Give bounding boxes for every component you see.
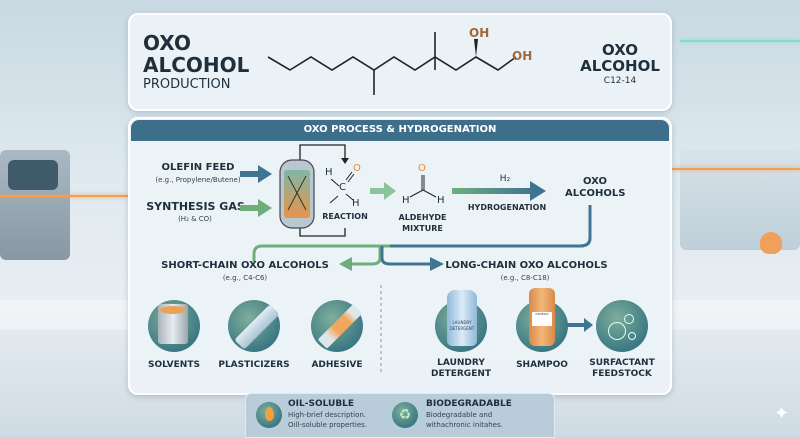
process-banner-title: OXO PROCESS & HYDROGENATION xyxy=(303,124,497,135)
aldehyde-o: O xyxy=(418,163,426,174)
product-line1: OXO xyxy=(602,41,638,59)
hydrogenation-label: HYDROGENATION xyxy=(467,203,547,212)
bubbles-icon xyxy=(596,300,648,352)
molecule-oh-end: OH xyxy=(512,49,533,63)
biodegradable-title: BIODEGRADABLE xyxy=(426,399,512,409)
app-label-adhesive: ADHESIVE xyxy=(311,360,363,370)
shampoo-bottle-icon: GENERIC xyxy=(516,288,568,352)
aldehyde-label2: MIXTURE xyxy=(402,224,443,233)
tube-icon xyxy=(228,300,280,352)
product-line2: ALCOHOL xyxy=(580,57,660,75)
chem-h1: H xyxy=(325,167,333,178)
paint-can-icon xyxy=(148,300,200,352)
flask-orange xyxy=(760,232,782,254)
oxo-alcohols-line1: OXO xyxy=(583,176,607,187)
shampoo-to-surfactant-arrow xyxy=(565,323,587,327)
title-panel xyxy=(128,13,672,111)
lab-shelf-right xyxy=(680,150,800,250)
biodegradable-desc1: Biodegradable and xyxy=(426,411,493,419)
app-label-feedstock: FEEDSTOCK xyxy=(592,369,652,379)
oil-soluble-title: OIL-SOLUBLE xyxy=(288,399,355,409)
aldehyde-h2: H xyxy=(437,195,445,206)
recycle-icon: ♻ xyxy=(392,402,418,428)
glow-line-left xyxy=(0,195,128,197)
product-range: C12-14 xyxy=(603,76,637,86)
glow-line-right xyxy=(672,168,800,170)
long-chain-sub: (e.g., C8-C18) xyxy=(500,274,550,282)
process-banner xyxy=(131,120,669,141)
syngas-sub: (H₂ & CO) xyxy=(178,215,212,223)
chem-o: O xyxy=(353,163,361,174)
molecule-oh-top: OH xyxy=(469,26,490,40)
syngas-label: SYNTHESIS GAS xyxy=(146,200,245,213)
biodegradable-desc2: withachronic initahes. xyxy=(426,421,503,429)
reaction-label: REACTION xyxy=(322,212,368,221)
aldehyde-label1: ALDEHYDE xyxy=(398,213,447,222)
olefin-feed-sub: (e.g., Propylene/Butene) xyxy=(155,176,241,184)
app-label-plasticizers: PLASTICIZERS xyxy=(218,360,290,370)
short-chain-label: SHORT-CHAIN OXO ALCOHOLS xyxy=(161,260,329,271)
chem-c: C xyxy=(339,182,346,193)
app-label-shampoo: SHAMPOO xyxy=(516,360,568,370)
glue-tube-icon xyxy=(311,300,363,352)
title-line2: ALCOHOL xyxy=(143,53,250,77)
h2-label: H₂ xyxy=(499,174,511,184)
syngas-arrow xyxy=(240,199,272,217)
oil-soluble-desc1: High-brief description. xyxy=(288,411,367,419)
molecule-structure xyxy=(267,32,517,95)
aldehyde-h1: H xyxy=(402,195,410,206)
sparkle-icon: ✦ xyxy=(774,403,790,424)
olefin-feed-label: OLEFIN FEED xyxy=(161,162,235,173)
glow-line-teal xyxy=(680,40,800,42)
title-line1: OXO xyxy=(143,31,191,55)
reaction-arrow xyxy=(370,182,396,200)
olefin-arrow xyxy=(240,165,272,183)
process-panel xyxy=(128,117,672,395)
reactor-icon xyxy=(279,159,315,229)
long-chain-label: LONG-CHAIN OXO ALCOHOLS xyxy=(445,260,608,271)
oxo-alcohols-line2: ALCOHOLS xyxy=(565,188,626,199)
app-label-solvents: SOLVENTS xyxy=(148,360,200,370)
short-chain-sub: (e.g., C4-C6) xyxy=(222,274,268,282)
hydrogenation-arrow xyxy=(452,181,546,201)
app-label-detergent: DETERGENT xyxy=(430,369,492,379)
app-label-laundry: LAUNDRY xyxy=(437,358,485,368)
oil-drop-icon xyxy=(256,402,282,428)
app-label-surfactant: SURFACTANT xyxy=(589,358,655,368)
lab-screen xyxy=(8,160,58,190)
oil-soluble-desc2: Oill-soluble properties. xyxy=(288,421,368,429)
chem-h2: H xyxy=(352,198,360,209)
title-line3: PRODUCTION xyxy=(143,77,231,92)
